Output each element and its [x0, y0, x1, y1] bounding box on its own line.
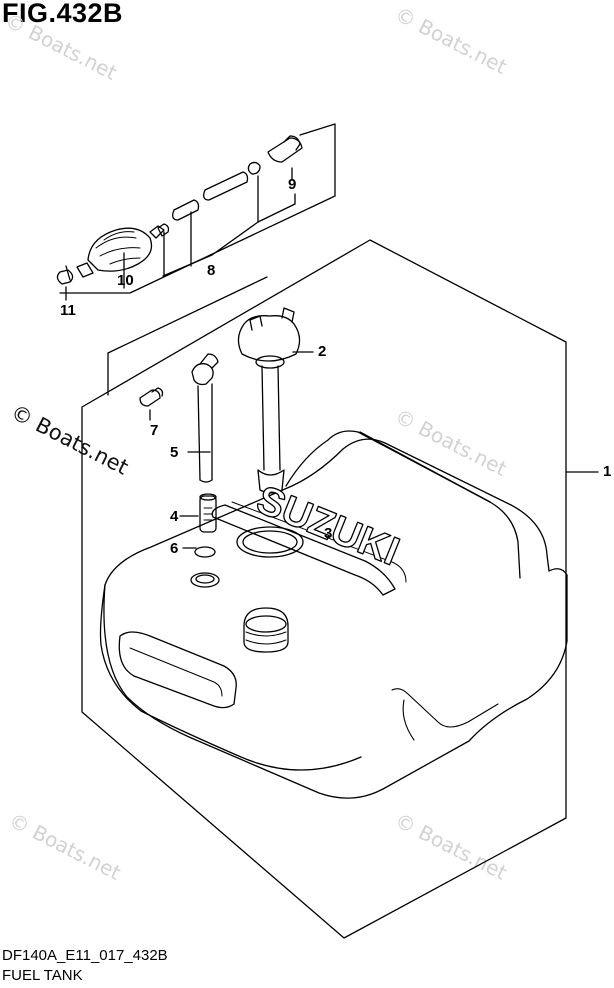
- diagram-name: FUEL TANK: [2, 967, 83, 984]
- callout-9: 9: [288, 176, 297, 193]
- fitting-part-7: [139, 387, 164, 407]
- hose-part-8: [172, 171, 249, 221]
- callout-3: 3: [324, 525, 333, 542]
- callout-8: 8: [207, 262, 216, 279]
- fuel-line-bracket: [59, 123, 336, 294]
- callout-4: 4: [170, 508, 179, 525]
- filter-part-4: [199, 493, 217, 533]
- callout-1: 1: [603, 463, 612, 480]
- callout-11: 11: [60, 302, 76, 319]
- callout-6: 6: [170, 540, 179, 557]
- callout-7: 7: [150, 422, 159, 439]
- o-ring-part-6: [194, 546, 216, 558]
- tank-group-box: [81, 239, 599, 939]
- clamp-part-11: [56, 265, 74, 301]
- callout-5: 5: [170, 444, 179, 461]
- callout-10: 10: [117, 272, 134, 289]
- connector-part-9: [247, 135, 303, 181]
- gasket-part-3: [236, 526, 304, 558]
- figure-title: FIG.432B: [2, 0, 124, 28]
- fuel-tank-part-1: [99, 430, 568, 799]
- diagram-code: DF140A_E11_017_432B: [2, 947, 168, 964]
- primer-bulb-part-10: [76, 223, 170, 278]
- pickup-tube-part-5: [191, 353, 219, 483]
- callout-2: 2: [318, 343, 327, 360]
- fuel-gauge-part-2: [237, 307, 301, 494]
